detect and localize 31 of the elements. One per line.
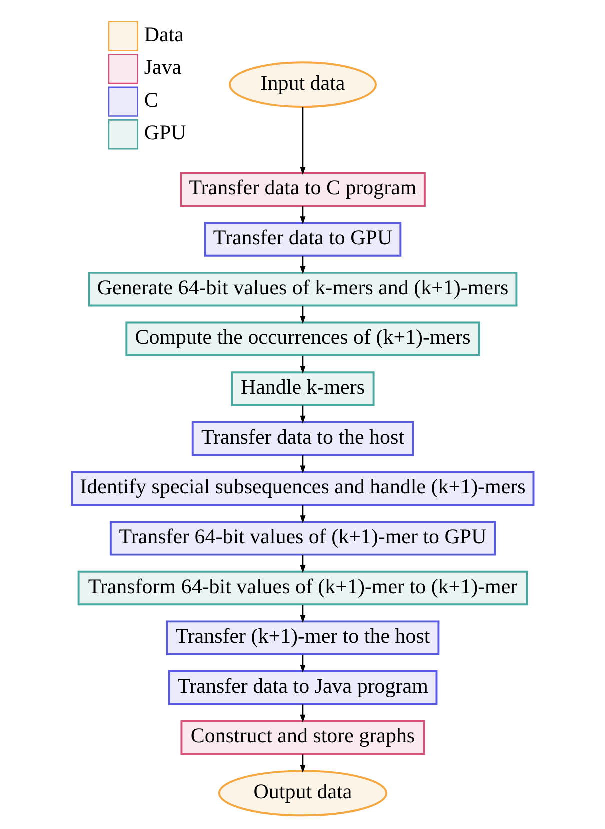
arrow bbox=[300, 754, 306, 774]
arrow bbox=[300, 654, 306, 673]
arrow bbox=[300, 704, 306, 723]
arrow bbox=[300, 555, 306, 574]
node-box: Construct and store graphs bbox=[180, 720, 425, 756]
arrow bbox=[300, 456, 306, 474]
node-box: Transfer 64-bit values of (k+1)-mer to GPU bbox=[109, 521, 496, 556]
node-ellipse: Output data bbox=[218, 770, 388, 817]
node-box: Transfer data to C program bbox=[180, 172, 426, 208]
node-box: Transfer data to GPU bbox=[204, 222, 402, 257]
node-ellipse: Input data bbox=[228, 62, 377, 108]
arrow bbox=[300, 306, 306, 324]
node-box: Transfer data to Java program bbox=[168, 670, 438, 706]
node-box: Transfer (k+1)-mer to the host bbox=[166, 620, 440, 656]
node-box: Generate 64-bit values of k-mers and (k+1)-mers bbox=[88, 272, 518, 307]
node-box: Transform 64-bit values of (k+1)-mer to (k+1)-mer bbox=[77, 570, 528, 606]
arrow bbox=[300, 505, 306, 524]
legend-label: Data bbox=[144, 22, 184, 46]
legend-label: C bbox=[144, 88, 158, 112]
node-box: Compute the occurrences of (k+1)-mers bbox=[125, 322, 480, 357]
node-box: Identify special subsequences and handle (k+1)-mers bbox=[70, 471, 534, 506]
arrow bbox=[300, 107, 306, 176]
arrow bbox=[300, 605, 306, 624]
arrow bbox=[300, 356, 306, 374]
legend-label: Java bbox=[144, 55, 182, 80]
arrow bbox=[300, 256, 306, 274]
arrow bbox=[300, 206, 306, 225]
node-box: Transfer data to the host bbox=[191, 421, 414, 456]
arrow bbox=[300, 406, 306, 424]
legend-label: GPU bbox=[144, 120, 186, 145]
node-box: Handle k-mers bbox=[230, 372, 374, 406]
